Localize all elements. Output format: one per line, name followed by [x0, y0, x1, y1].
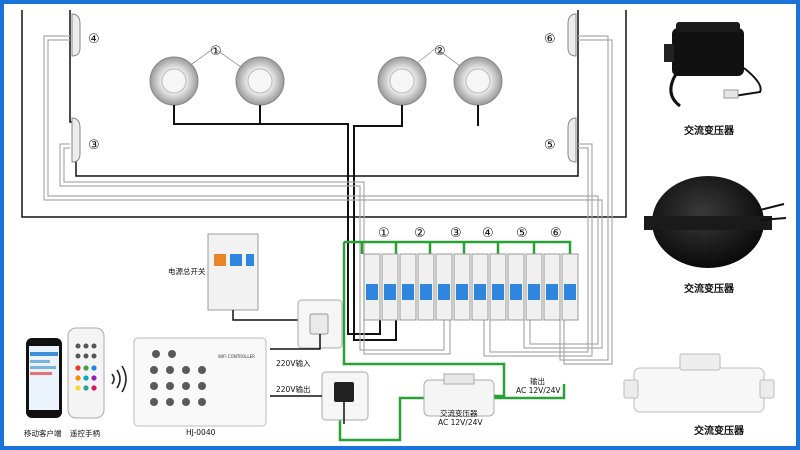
breaker-number-5: ⑤	[516, 226, 528, 241]
breaker-pair-3	[435, 253, 471, 321]
grey-wires	[43, 35, 613, 365]
breaker-pair-4	[471, 253, 507, 321]
lamp-2b	[453, 56, 503, 106]
zone-label-4: ④	[88, 32, 100, 47]
main-power-switch	[207, 233, 300, 321]
mobile-phone	[26, 338, 62, 418]
breaker-number-2: ②	[414, 226, 426, 241]
zone-label-1: ①	[210, 44, 222, 59]
green-wire	[338, 240, 572, 442]
wall-light-5	[567, 117, 577, 163]
lamp-1a	[149, 56, 199, 106]
remote-control	[67, 327, 105, 419]
breaker-number-4: ④	[482, 226, 494, 241]
input-220-label: 220V输入	[276, 359, 311, 368]
zone-label-6: ⑥	[544, 32, 556, 47]
wifi-controller: WIFI CONTROLLER	[133, 337, 267, 427]
breaker-pair-6	[543, 253, 579, 321]
wall-light-3	[71, 117, 81, 163]
zone-label-3: ③	[88, 138, 100, 153]
wireless-signal-icon	[111, 365, 127, 393]
controller-model-label: HJ-0040	[186, 428, 216, 437]
breaker-pair-1	[363, 253, 399, 321]
transformer-bottom	[623, 353, 775, 413]
transformer-top	[664, 22, 762, 108]
zone-label-5: ⑤	[544, 138, 556, 153]
output-220-label: 220V输出	[276, 385, 311, 394]
ac-spec-label: AC 12V/24V	[516, 386, 561, 395]
breaker-bank	[363, 253, 579, 321]
main-switch-label: 电源总开关	[168, 267, 206, 276]
breaker-number-6: ⑥	[550, 226, 562, 241]
remote-label: 遥控手柄	[70, 429, 100, 438]
socket-input	[270, 299, 343, 350]
lamp-1b	[235, 56, 285, 106]
wall-light-4	[71, 13, 81, 57]
transformer-middle-label: 交流变压器	[684, 284, 734, 295]
lamp-2a	[377, 56, 427, 106]
output-label: 输出	[530, 377, 545, 386]
transformer-bottom-label: 交流变压器	[694, 426, 744, 437]
center-transformer	[423, 373, 504, 417]
controller-title-text: WIFI CONTROLLER	[218, 354, 255, 359]
breaker-number-3: ③	[450, 226, 462, 241]
transformer-top-label: 交流变压器	[684, 126, 734, 137]
center-transformer-spec: AC 12V/24V	[438, 418, 483, 427]
mobile-client-label: 移动客户端	[24, 429, 62, 438]
socket-output	[270, 371, 369, 424]
breaker-number-1: ①	[378, 226, 390, 241]
wiring-diagram: WIFI CONTROLLER	[21, 10, 787, 442]
zone-label-2: ②	[434, 44, 446, 59]
transformer-middle	[644, 176, 787, 268]
breaker-pair-5	[507, 253, 543, 321]
center-transformer-name: 交流变压器	[440, 409, 478, 418]
breaker-pair-2	[399, 253, 435, 321]
black-wires	[173, 105, 479, 341]
wall-light-6	[567, 13, 577, 57]
